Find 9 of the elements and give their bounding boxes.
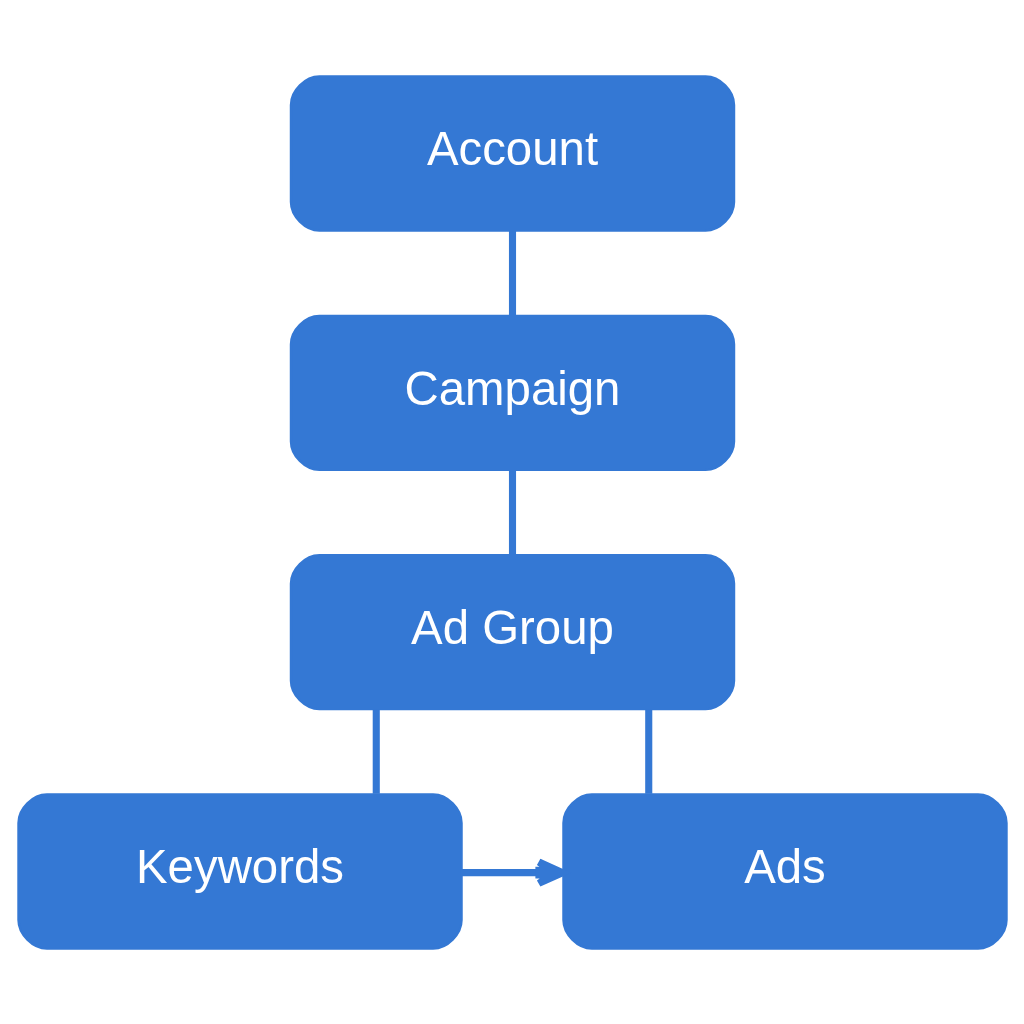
node-box: Keywords: [16, 792, 463, 950]
connector: [644, 708, 652, 794]
node-box: Account: [289, 74, 735, 232]
connector: [508, 230, 516, 315]
node-box: Ad Group: [289, 553, 735, 710]
node-box: Ads: [561, 792, 1008, 950]
connector: [508, 469, 516, 554]
node-box: Campaign: [289, 314, 735, 471]
connector: [372, 708, 380, 794]
